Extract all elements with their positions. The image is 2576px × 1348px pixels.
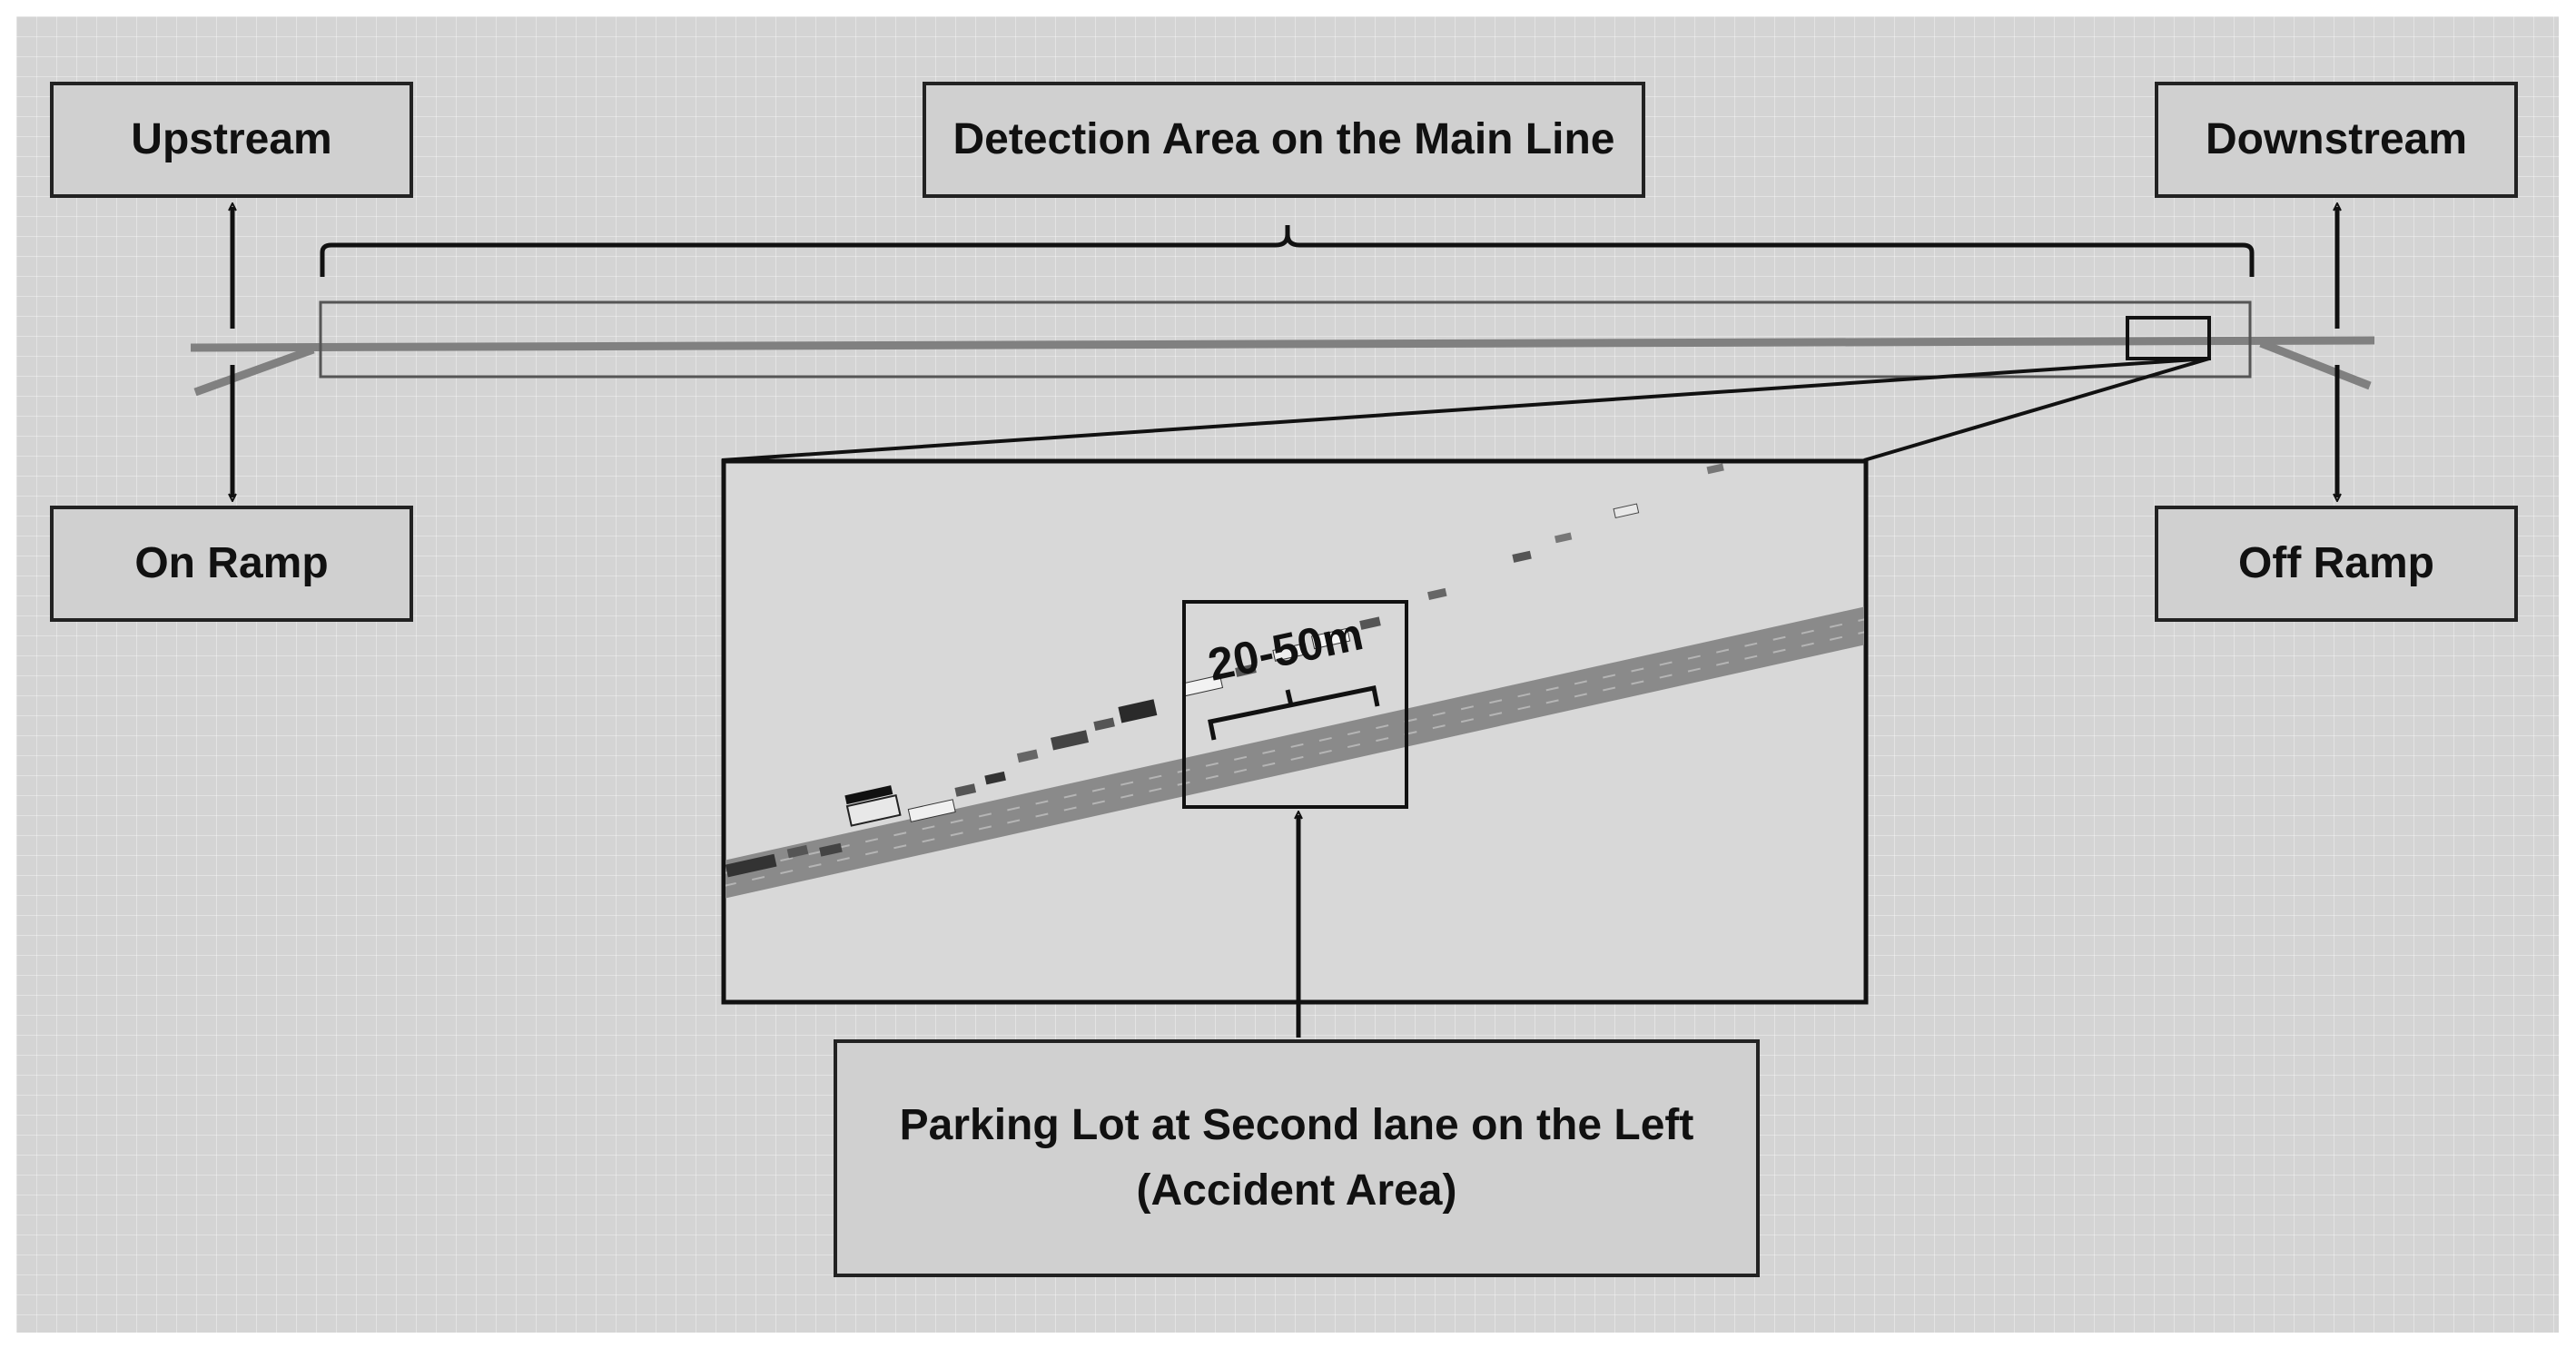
- vehicles: [725, 463, 1724, 878]
- on-ramp-label: On Ramp: [134, 539, 329, 587]
- accident-area-box: [1182, 600, 1408, 809]
- downstream-box: Downstream: [2155, 82, 2518, 198]
- off-ramp-label: Off Ramp: [2238, 539, 2434, 587]
- off-ramp-box: Off Ramp: [2155, 506, 2518, 622]
- off-ramp-road: [2259, 339, 2372, 390]
- detection-area-label: Detection Area on the Main Line: [952, 115, 1615, 163]
- on-ramp-box: On Ramp: [50, 506, 413, 622]
- lane-marking-1: [725, 618, 1864, 874]
- on-ramp-road: [193, 345, 315, 397]
- accident-area-label: (Accident Area): [1136, 1166, 1457, 1215]
- detection-area-rect: [319, 300, 2252, 379]
- distance-bracket-tick: [1285, 689, 1294, 706]
- zoom-connector-left: [721, 357, 2210, 462]
- upstream-label: Upstream: [131, 115, 332, 163]
- inset-road: [725, 606, 1864, 899]
- main-road: [190, 336, 2375, 397]
- parking-lot-box: Parking Lot at Second lane on the Left (…: [834, 1039, 1760, 1277]
- zoom-inset-panel: [721, 458, 1869, 1005]
- zoom-connector-right: [1863, 357, 2210, 462]
- zoom-source-box: [2126, 316, 2211, 360]
- upstream-box: Upstream: [50, 82, 413, 198]
- detection-area-box: Detection Area on the Main Line: [923, 82, 1645, 198]
- downstream-label: Downstream: [2205, 115, 2468, 163]
- main-line-road: [190, 336, 2375, 352]
- lane-marking-2: [725, 631, 1864, 887]
- inset-road-scene: [725, 463, 1864, 899]
- parking-lot-label: Parking Lot at Second lane on the Left: [899, 1101, 1694, 1149]
- detection-area-brace: [320, 225, 2255, 277]
